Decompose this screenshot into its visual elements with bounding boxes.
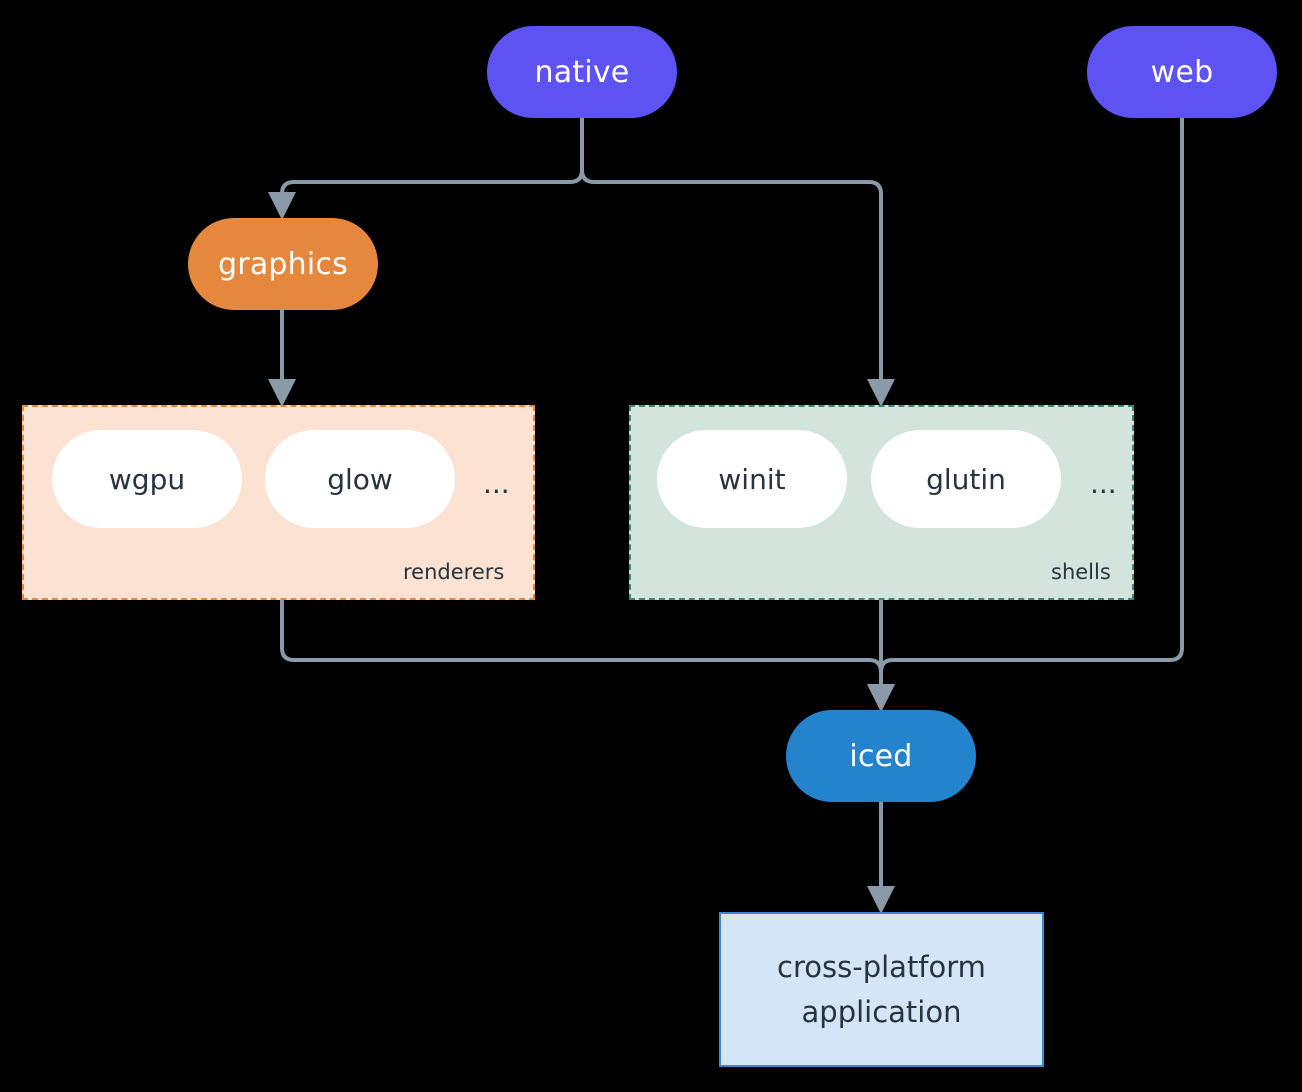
node-application-line1: cross-platform bbox=[777, 949, 986, 984]
shells-ellipsis: ... bbox=[1090, 467, 1117, 500]
shell-item-glutin[interactable]: glutin bbox=[871, 430, 1061, 528]
node-native[interactable]: native bbox=[487, 26, 677, 118]
shell-item-glutin-label: glutin bbox=[926, 462, 1006, 496]
node-graphics[interactable]: graphics bbox=[188, 218, 378, 310]
edge-native-shells bbox=[580, 168, 895, 407]
group-shells-label: shells bbox=[1051, 560, 1111, 584]
renderer-item-glow[interactable]: glow bbox=[265, 430, 455, 528]
renderer-item-wgpu-label: wgpu bbox=[108, 462, 186, 496]
node-iced-label: iced bbox=[849, 738, 913, 774]
node-application-line2: application bbox=[801, 994, 962, 1029]
node-application[interactable]: cross-platform application bbox=[719, 912, 1044, 1067]
edge-native-bus bbox=[268, 116, 584, 220]
renderers-ellipsis: ... bbox=[483, 467, 510, 500]
node-iced[interactable]: iced bbox=[786, 710, 976, 802]
edge-renderers-iced bbox=[280, 598, 895, 712]
node-web[interactable]: web bbox=[1087, 26, 1277, 118]
group-shells: winit glutin ... shells bbox=[629, 405, 1134, 600]
shell-item-winit-label: winit bbox=[718, 462, 786, 496]
node-native-label: native bbox=[534, 54, 630, 90]
renderer-item-wgpu[interactable]: wgpu bbox=[52, 430, 242, 528]
shell-item-winit[interactable]: winit bbox=[657, 430, 847, 528]
node-web-label: web bbox=[1150, 54, 1214, 90]
node-graphics-label: graphics bbox=[218, 246, 348, 282]
renderer-item-glow-label: glow bbox=[327, 462, 393, 496]
group-renderers-label: renderers bbox=[403, 560, 505, 584]
group-renderers: wgpu glow ... renderers bbox=[22, 405, 535, 600]
